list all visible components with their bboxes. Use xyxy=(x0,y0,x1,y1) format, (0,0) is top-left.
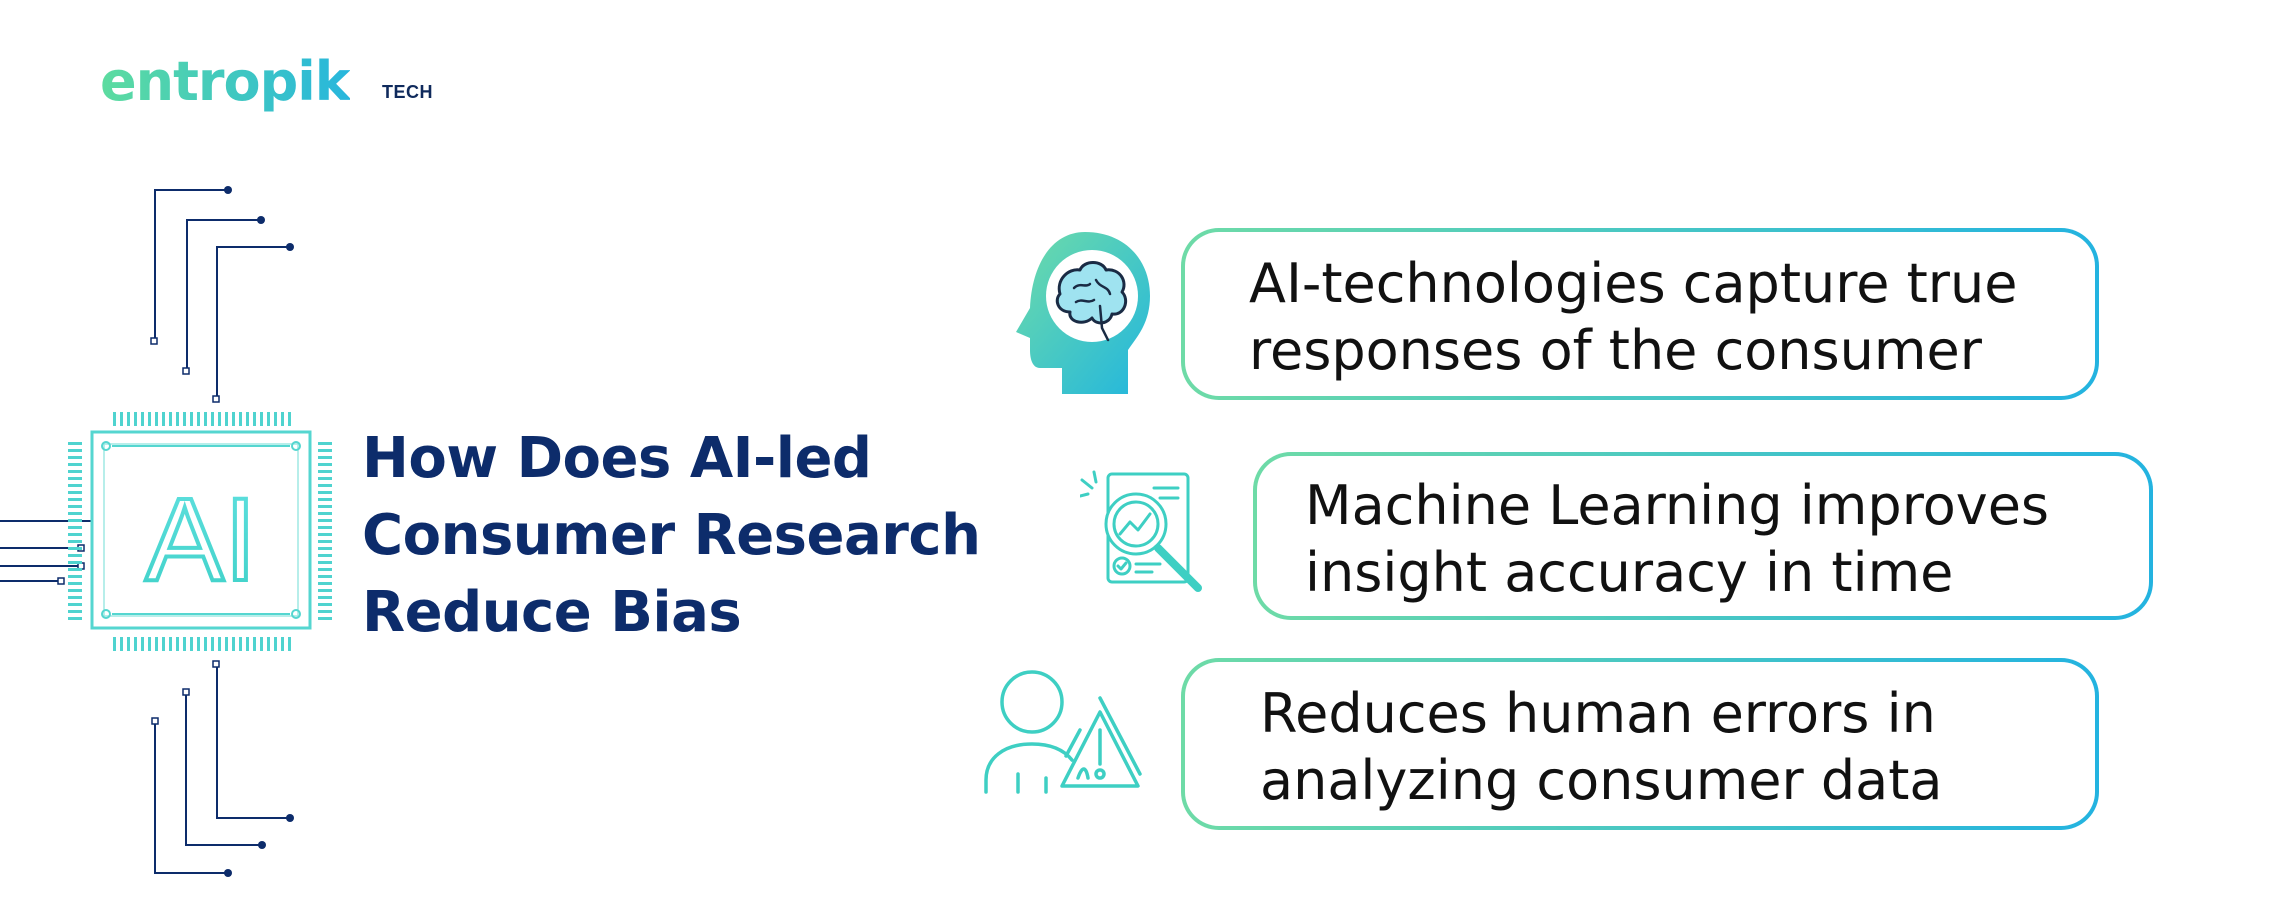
circuit-traces-bottom xyxy=(154,665,290,874)
headline-line: Consumer Research xyxy=(362,503,981,568)
chip-body xyxy=(90,430,312,630)
benefit-text-line: AI-technologies capture true xyxy=(1249,252,2018,315)
benefit-card-reduce-human-errors: Reduces human errors in analyzing consum… xyxy=(1181,658,2099,830)
benefit-text-line: responses of the consumer xyxy=(1249,319,1982,382)
ai-chip-illustration: AI xyxy=(0,186,332,877)
benefit-card-capture-true-responses: AI-technologies capture true responses o… xyxy=(1181,228,2099,400)
circuit-traces-top xyxy=(154,189,290,400)
brand-logo-suffix: TECH xyxy=(382,82,433,102)
benefit-text-line: Machine Learning improves xyxy=(1305,474,2050,537)
circuit-nodes-top xyxy=(224,186,294,251)
circuit-traces-left xyxy=(0,520,100,582)
magnifier-chart-document-icon xyxy=(1080,470,1202,592)
brain-head-icon xyxy=(1016,232,1150,394)
chip-pins-top xyxy=(113,412,291,426)
chip-ai-label: AI xyxy=(145,474,257,606)
benefit-text: Machine Learning improves insight accura… xyxy=(1305,472,2049,606)
headline: How Does AI-led Consumer Research Reduce… xyxy=(362,420,1062,651)
benefit-text: Reduces human errors in analyzing consum… xyxy=(1260,680,1943,814)
chip-pins-right xyxy=(318,440,332,620)
benefit-text: AI-technologies capture true responses o… xyxy=(1249,250,2017,384)
person-warning-icon xyxy=(984,670,1142,794)
circuit-nodes-bottom xyxy=(224,814,294,877)
headline-line: How Does AI-led xyxy=(362,426,872,491)
chip-pins-left xyxy=(68,440,82,620)
benefit-text-line: Reduces human errors in xyxy=(1260,682,1936,745)
benefit-card-ml-accuracy: Machine Learning improves insight accura… xyxy=(1253,452,2153,620)
brand-logo-wordmark: entropik xyxy=(100,50,351,113)
benefit-text-line: analyzing consumer data xyxy=(1260,749,1943,812)
headline-line: Reduce Bias xyxy=(362,580,742,645)
benefit-text-line: insight accuracy in time xyxy=(1305,541,1954,604)
chip-pins-bottom xyxy=(113,637,291,651)
